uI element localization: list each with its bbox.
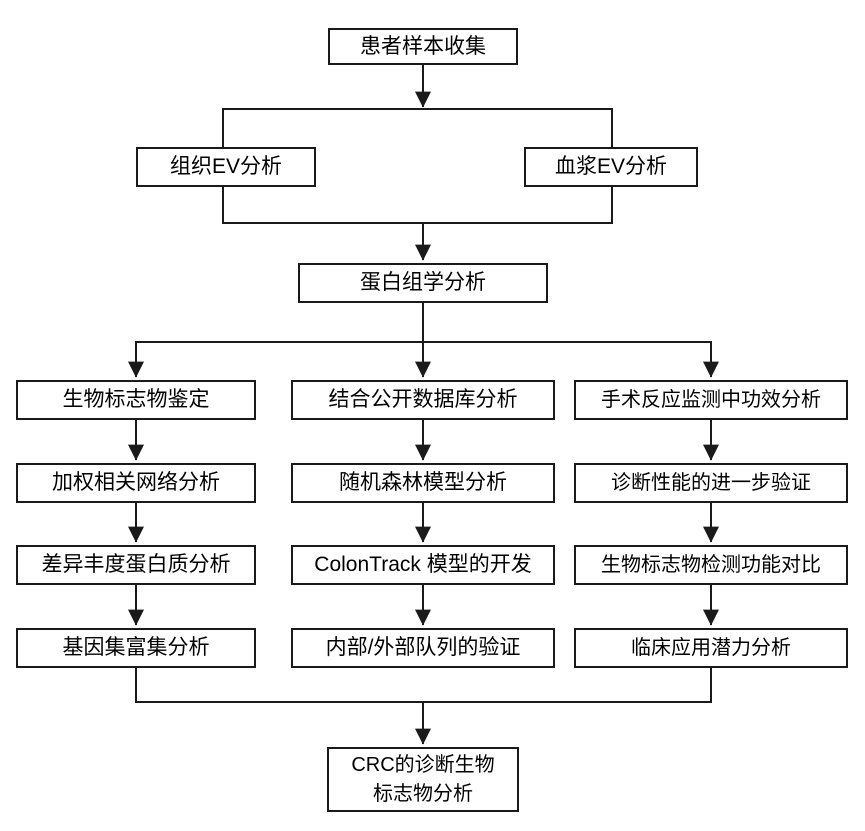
node-tissue-ev-analysis: 组织EV分析 [136, 147, 316, 187]
final-node-line2: 标志物分析 [373, 782, 473, 805]
node-biomarker-detection-function-comparison: 生物标志物检测功能对比 [574, 545, 848, 585]
node-differential-abundance-protein-analysis: 差异丰度蛋白质分析 [16, 545, 256, 585]
node-random-forest-model-analysis: 随机森林模型分析 [291, 463, 555, 503]
final-node-line1: CRC的诊断生物 [351, 753, 495, 776]
node-colontrack-model-development: ColonTrack 模型的开发 [291, 545, 555, 585]
node-internal-external-cohort-validation: 内部/外部队列的验证 [291, 628, 555, 668]
node-public-database-analysis: 结合公开数据库分析 [291, 380, 555, 420]
node-biomarker-identification: 生物标志物鉴定 [16, 380, 256, 420]
node-surgical-response-monitoring-efficacy-analysis: 手术反应监测中功效分析 [574, 380, 848, 420]
node-diagnostic-performance-further-validation: 诊断性能的进一步验证 [574, 463, 848, 503]
node-patient-sample-collection: 患者样本收集 [328, 28, 518, 65]
node-crc-diagnostic-biomarker-analysis: CRC的诊断生物 标志物分析 [327, 747, 519, 812]
node-gene-set-enrichment-analysis: 基因集富集分析 [16, 628, 256, 668]
node-clinical-application-potential-analysis: 临床应用潜力分析 [574, 628, 848, 668]
node-weighted-correlation-network-analysis: 加权相关网络分析 [16, 463, 256, 503]
node-proteomics-analysis: 蛋白组学分析 [298, 263, 548, 303]
node-plasma-ev-analysis: 血浆EV分析 [524, 147, 698, 187]
